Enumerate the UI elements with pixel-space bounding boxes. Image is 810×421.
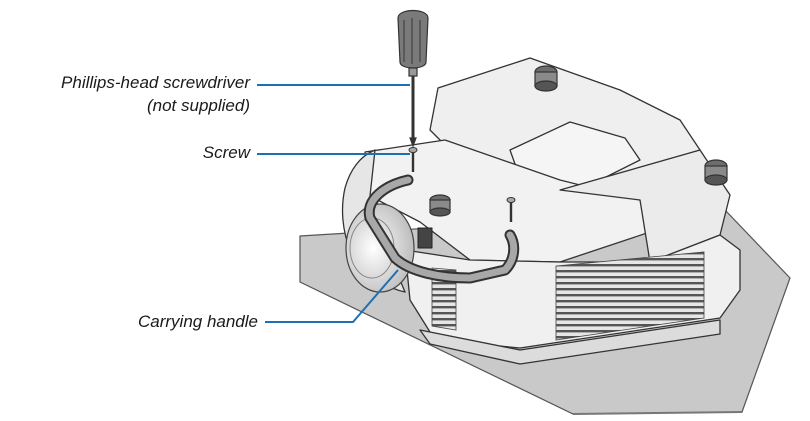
screw-label: Screw	[202, 143, 250, 162]
screwdriver-label-line2: (not supplied)	[146, 96, 250, 115]
vent-grille	[431, 251, 705, 341]
screwdriver-label-line1: Phillips-head screwdriver	[61, 73, 250, 92]
screws	[408, 147, 516, 222]
handle-leader	[265, 269, 399, 323]
lens	[345, 203, 415, 293]
adjustment-knobs	[429, 65, 728, 217]
carrying-handle-label: Carrying handle	[137, 312, 258, 331]
screwdriver	[397, 9, 429, 148]
leader-lines	[257, 84, 410, 323]
carrying-handle	[363, 174, 520, 284]
